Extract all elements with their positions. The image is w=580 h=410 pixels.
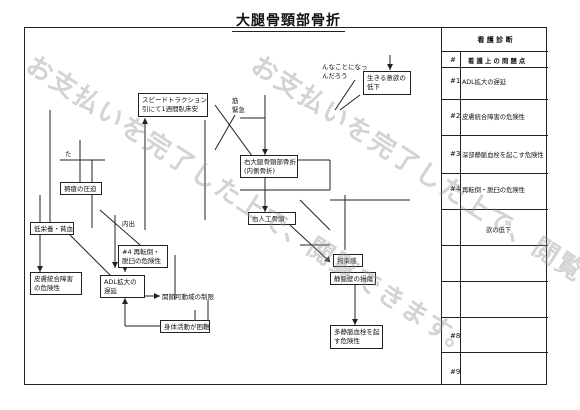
vein-damage-node: 静脈壁の損傷 bbox=[330, 272, 376, 285]
diagnosis-4: 再転倒・脱臼の危険性 bbox=[462, 187, 525, 194]
artificial-head-node: 右人工骨頭 bbox=[248, 212, 296, 225]
refall-node: #4 再転倒・ 脱臼の危険性 bbox=[118, 245, 168, 268]
thrombus-node: 多静脈血栓を起 す危険性 bbox=[330, 325, 383, 349]
rom-text: 関節可動域の制限 bbox=[162, 293, 214, 301]
panel-col-num: # bbox=[450, 56, 456, 64]
panel-col-label: 看 護 上 の 問 題 点 bbox=[468, 58, 526, 65]
diagram-frame bbox=[24, 27, 547, 385]
ta-text: た bbox=[65, 150, 72, 158]
page-title: 大腿骨頸部骨折 bbox=[232, 10, 345, 32]
adl-node: ADL拡大の 遅延 bbox=[100, 275, 145, 298]
activity-node: 身体活動が困難 bbox=[160, 320, 210, 333]
speed-traction-node: スピードトラクション牽 引にて1週間臥床安 bbox=[138, 93, 208, 117]
nutrition-node: 低栄養・貧血 bbox=[30, 222, 74, 235]
diagnosis-5: 欲の低下 bbox=[486, 227, 512, 234]
fracture-node: 右大腿骨頸部骨折 (内側骨折) bbox=[240, 155, 298, 178]
pressure-node: 褥瘡の圧迫 bbox=[60, 182, 102, 195]
motivation-node: 生きる意欲の 低下 bbox=[363, 71, 411, 95]
diagnosis-2: 皮膚統合障害の危険性 bbox=[462, 114, 525, 121]
konna-text: んなことになっ んだろう bbox=[322, 63, 368, 80]
diagnosis-3: 深部静脈血栓を起こす危険性 bbox=[462, 152, 544, 159]
nursing-diagnosis-panel: 看 護 診 断 # 看 護 上 の 問 題 点 #1 ADL拡大の遅延 #2 皮… bbox=[441, 27, 548, 385]
restraint-node: 拘束感 bbox=[333, 254, 363, 267]
panel-header: 看 護 診 断 bbox=[477, 36, 513, 44]
kin-text: 筋 緊急 bbox=[232, 97, 245, 114]
skin-risk-node: 皮膚統合障害 の危険性 bbox=[30, 272, 82, 295]
diagnosis-1: ADL拡大の遅延 bbox=[462, 79, 507, 86]
bleeding-text: 内出 bbox=[122, 220, 135, 228]
